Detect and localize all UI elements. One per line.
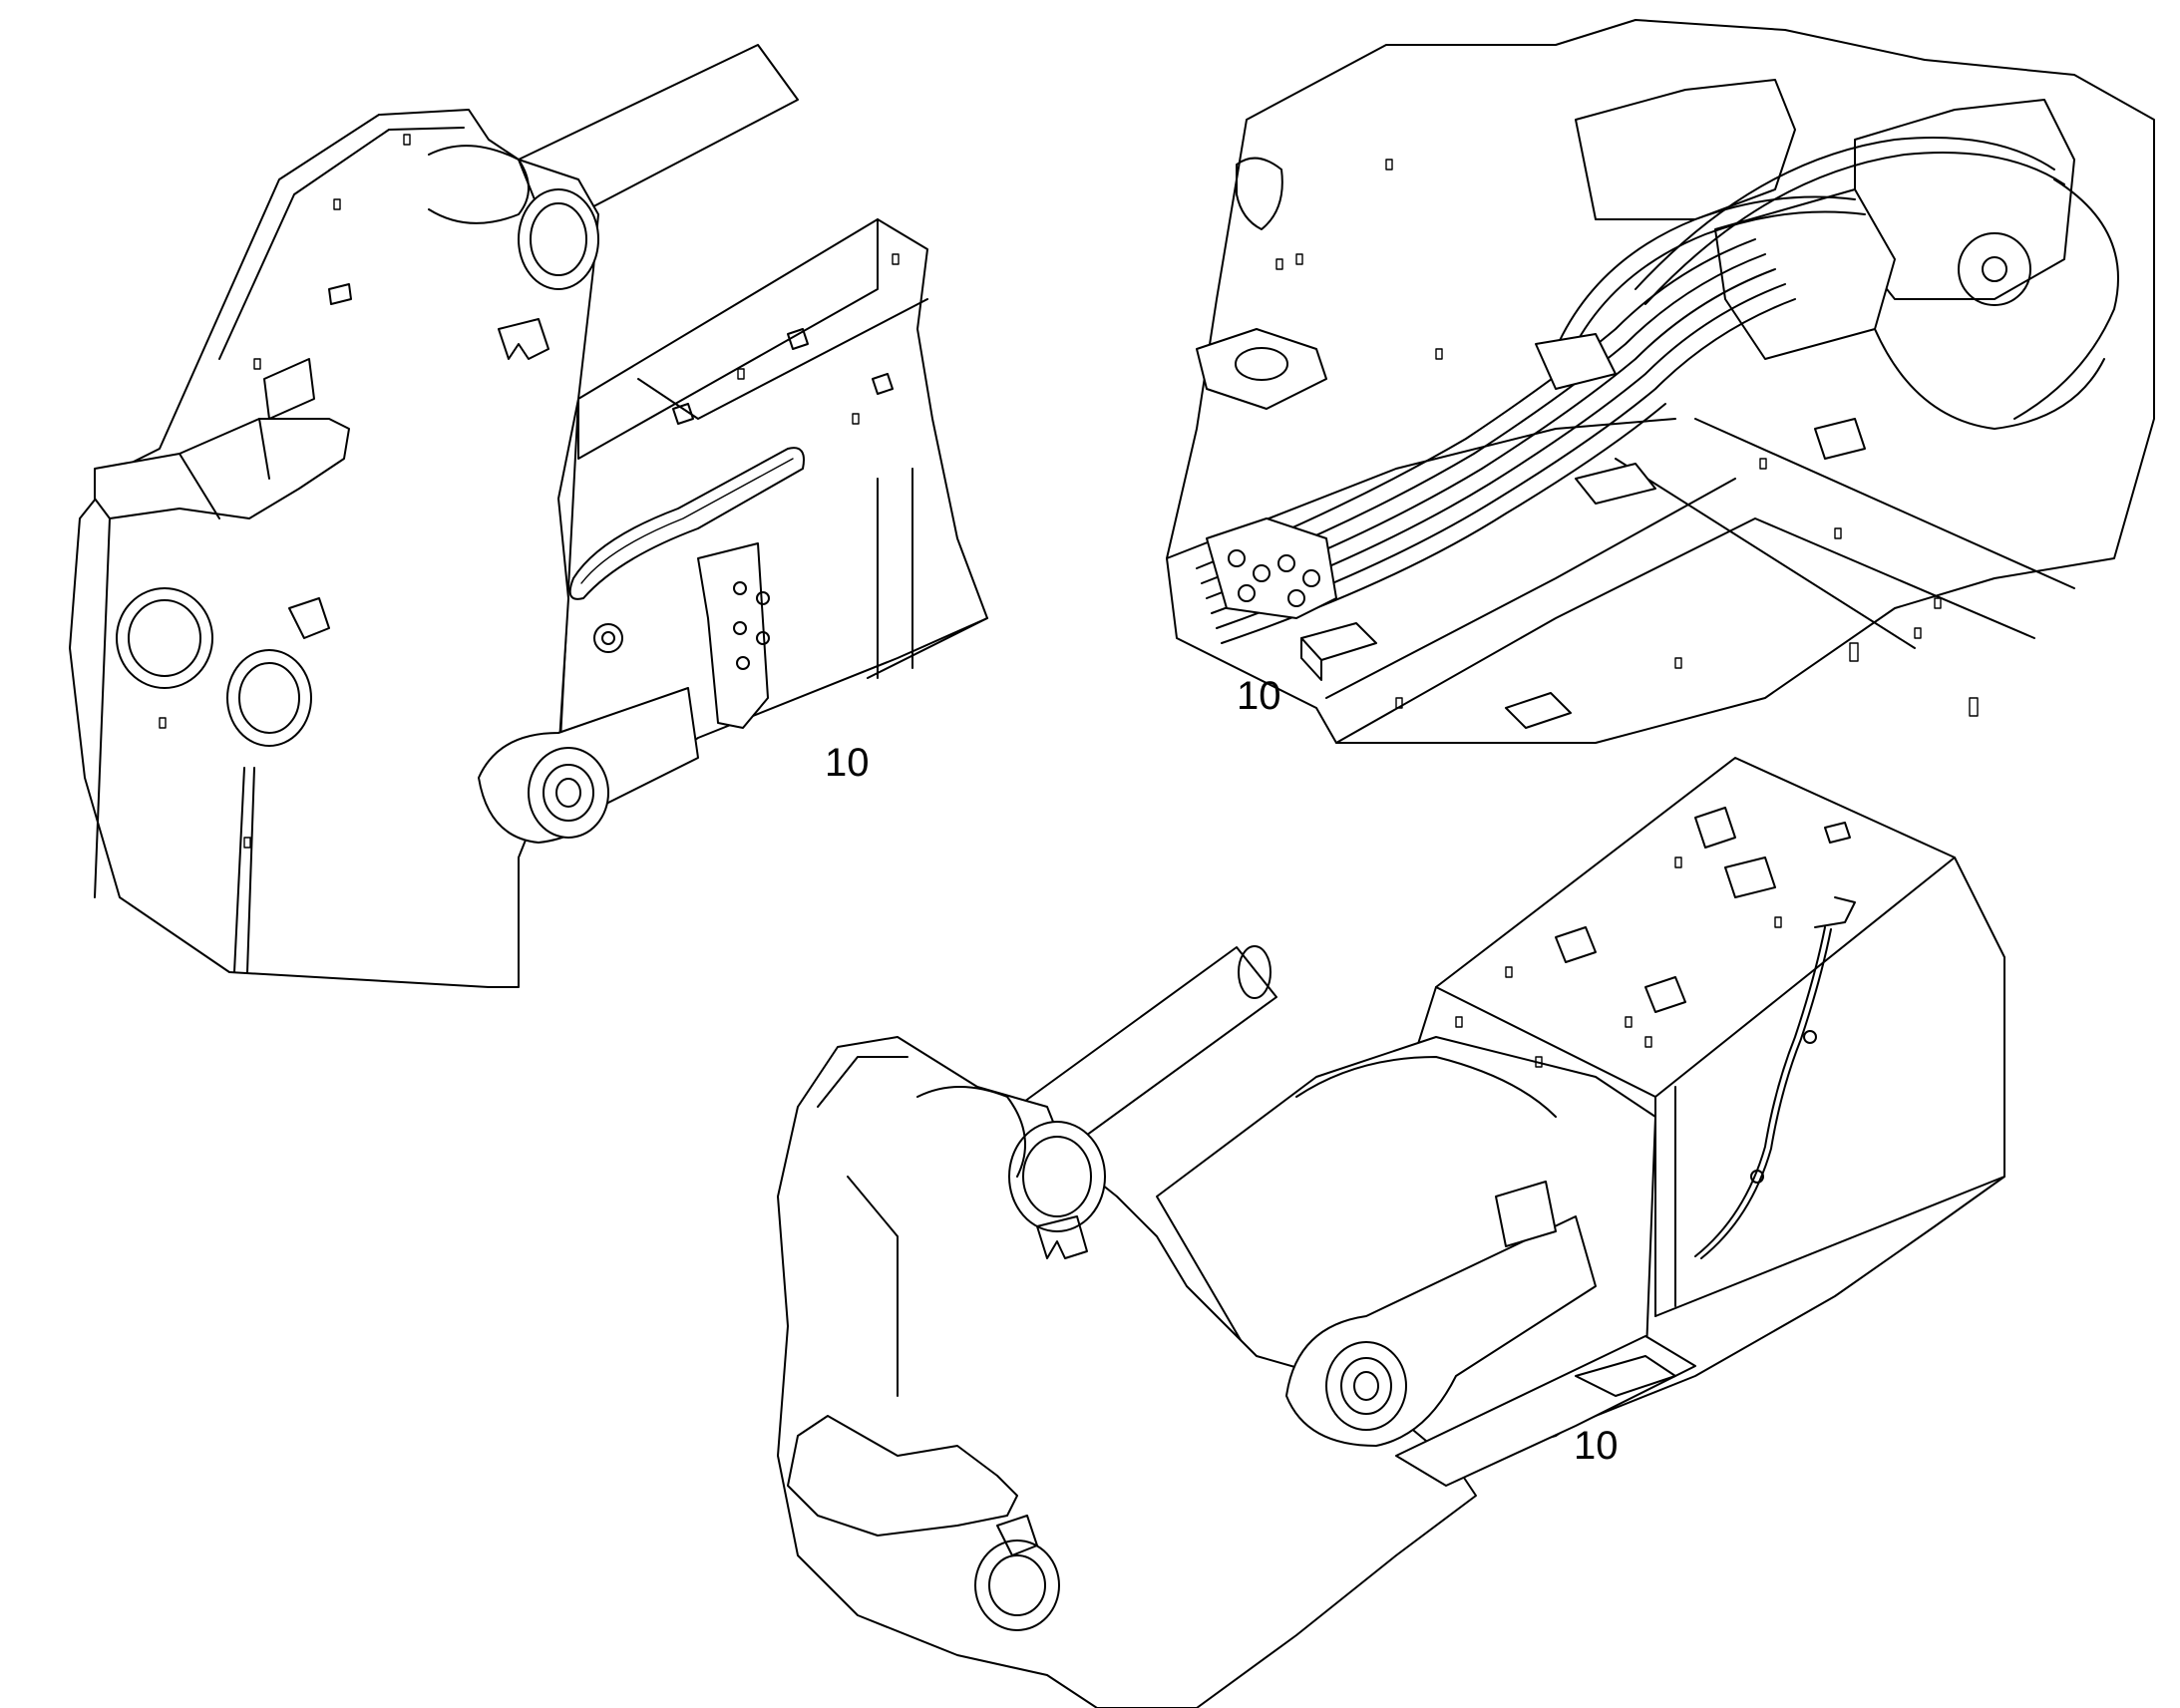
bottom-view-boom-assembly [777,757,2005,1708]
left-view-boom-head [69,44,988,988]
top-right-view-valve-assembly [1166,19,2155,744]
callout-label-bottom-view: 10 [1574,1424,1619,1468]
callout-label-top-right-view: 10 [1237,674,1281,718]
callout-label-left-view: 10 [825,741,870,785]
